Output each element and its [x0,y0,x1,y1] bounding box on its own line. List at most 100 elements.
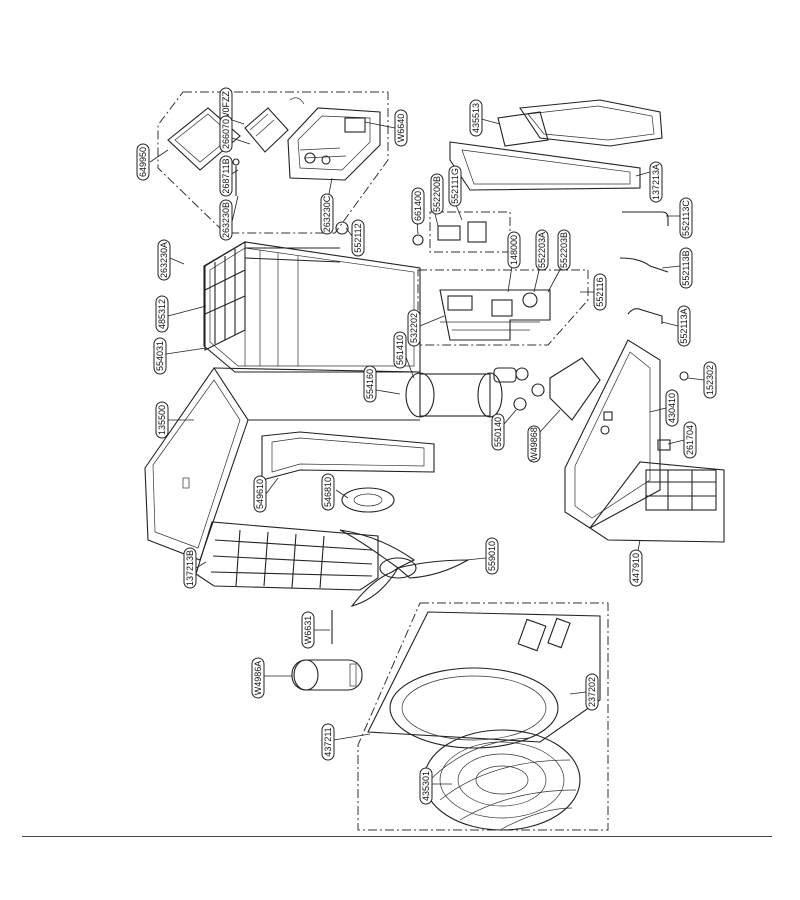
part-label-552116: 552116 [593,273,607,311]
svg-text:263230A: 263230A [159,242,169,278]
svg-text:552113B: 552113B [681,250,691,285]
control-box-frame [157,91,389,234]
part-label-266070: 266070 [219,115,233,153]
part-label-552203B: 552203B [557,229,571,271]
svg-text:559010: 559010 [487,541,497,571]
svg-text:552200B: 552200B [432,176,442,212]
part-label-552113C: 552113C [679,197,693,239]
right-side-panel [564,339,661,529]
part-label-554031: 554031 [153,337,167,375]
svg-text:W49868: W49868 [529,427,539,461]
part-label-W6640: W6640 [394,109,408,147]
piping-group [439,289,551,341]
part-label-263230B: 263230B [219,199,233,241]
part-label-552111G: 552111G [448,165,462,207]
part-label-435513: 435513 [469,99,483,137]
capacitor [467,221,487,243]
svg-text:552112: 552112 [353,223,363,252]
svg-text:554031: 554031 [155,341,165,371]
svg-text:137213B: 137213B [185,550,195,586]
compressor-mounts [513,367,545,411]
pipe-c [627,308,663,324]
footer-rule [22,836,772,837]
part-label-552203A: 552203A [535,229,549,271]
part-label-263230C: 263230C [320,193,334,235]
svg-text:148000: 148000 [509,235,519,265]
motor-bracket [261,431,435,481]
part-label-550140: 550140 [491,413,505,451]
pipe-a [622,211,669,226]
part-label-137213A: 137213A [649,161,663,203]
cabinet-body [213,367,421,421]
svg-text:552113A: 552113A [679,308,689,343]
front-panel [589,461,725,543]
top-cover [497,99,663,147]
svg-text:152302: 152302 [705,365,715,395]
svg-text:485312: 485312 [157,299,167,329]
exchanger-grille [204,241,341,351]
handle [291,659,363,691]
svg-text:435301: 435301 [421,771,431,801]
fan-grille [423,729,581,831]
part-label-552112: 552112 [351,219,365,257]
svg-text:261704: 261704 [685,425,695,455]
part-label-W4986A: W4986A [251,657,265,699]
side-panel [144,367,249,561]
svg-text:554160: 554160 [365,369,375,399]
pipe-b [619,257,669,273]
sensor [412,234,424,246]
part-label-532202: 532202 [407,309,421,347]
reactor-frame [429,211,511,253]
svg-text:435513: 435513 [471,103,481,133]
part-label-552113A: 552113A [677,305,691,347]
svg-text:550140: 550140 [493,417,503,447]
part-label-549610: 549610 [253,475,267,513]
part-label-137213B: 137213B [183,547,197,589]
sensor-clip [679,371,689,381]
part-label-546810: 546810 [321,473,335,511]
svg-text:268711B: 268711B [221,158,231,193]
svg-text:552203A: 552203A [537,232,547,268]
part-label-W49868: W49868 [527,425,541,463]
base-grille-frame [357,602,609,831]
part-label-447910: 447910 [629,549,643,587]
svg-text:135500: 135500 [157,405,167,435]
part-labels: 649950 W0FZZ 266070 268711B W6640 263230… [136,87,717,805]
compressor [405,367,517,418]
svg-text:661400: 661400 [413,191,423,221]
svg-text:437211: 437211 [323,727,333,756]
reactor [437,225,461,241]
svg-text:649950: 649950 [138,147,148,177]
part-label-437211: 437211 [321,723,335,761]
heat-exchanger [203,241,421,373]
svg-text:549610: 549610 [255,479,265,509]
fan-motor [341,487,395,513]
part-label-152302: 152302 [703,361,717,399]
part-label-649950: 649950 [136,143,150,181]
part-label-148000: 148000 [507,231,521,269]
insulation-pad [549,357,601,421]
propeller-fan [339,529,471,607]
svg-text:W0FZZ: W0FZZ [221,91,231,121]
base-pan [367,611,601,749]
terminal-block [335,221,349,235]
control-box-body [287,97,381,181]
side-panel-top [449,141,641,191]
part-label-263230A: 263230A [157,239,171,281]
svg-text:266070: 266070 [221,119,231,149]
screw [232,158,240,166]
svg-text:W6631: W6631 [303,616,313,645]
svg-text:137213A: 137213A [651,164,661,200]
part-label-261704: 261704 [683,421,697,459]
svg-text:237202: 237202 [587,677,597,707]
part-label-W6631: W6631 [301,611,315,649]
part-label-552113B: 552113B [679,247,693,289]
svg-text:552203B: 552203B [559,232,569,268]
svg-text:561410: 561410 [395,335,405,365]
parts-artwork [144,97,725,831]
svg-text:552113C: 552113C [681,200,691,236]
part-label-552200B: 552200B [430,173,444,215]
svg-text:263230B: 263230B [221,202,231,238]
part-label-554160: 554160 [363,365,377,403]
